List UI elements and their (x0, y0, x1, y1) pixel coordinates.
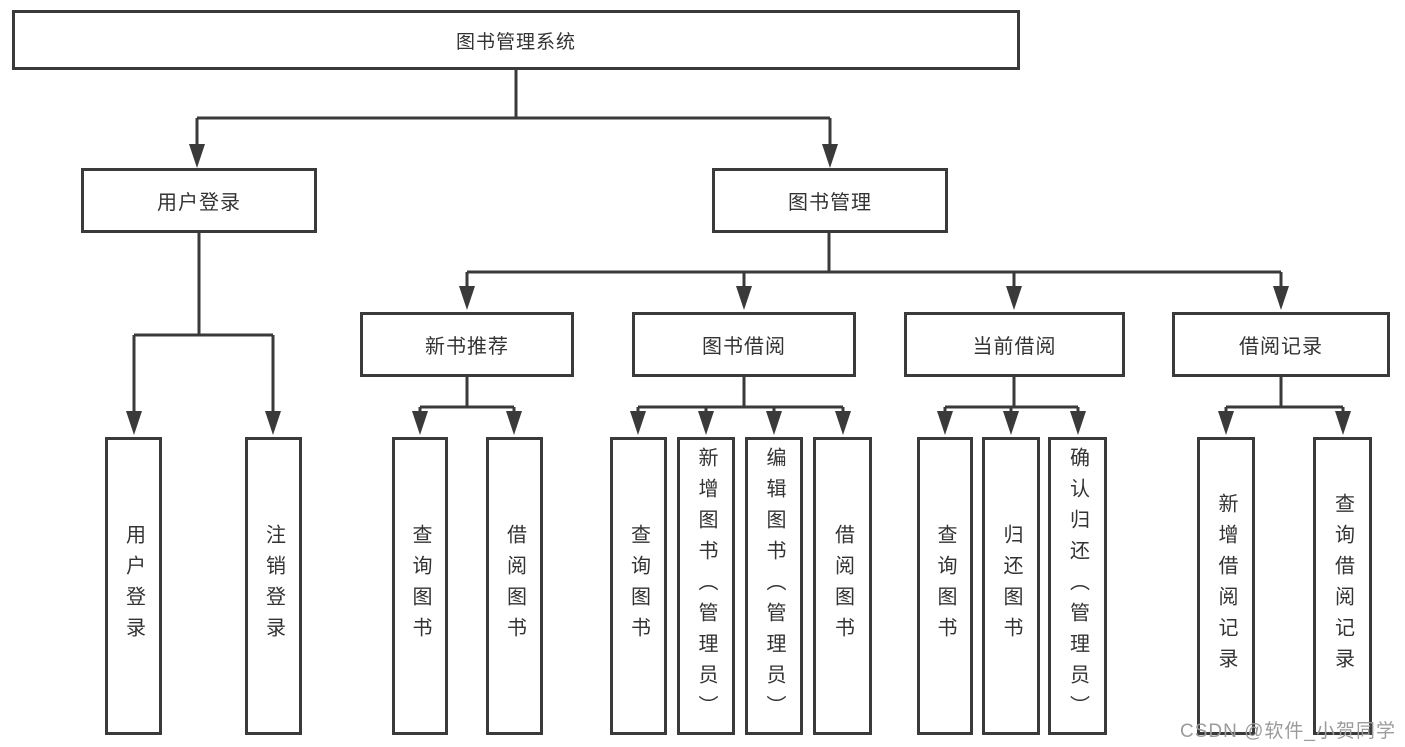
arrow-down-icon (1006, 286, 1022, 310)
arrow-down-icon (835, 411, 851, 435)
node-borrow-record: 借阅记录 (1172, 312, 1390, 377)
arrow-down-icon (822, 144, 838, 168)
node-label: 新书推荐 (425, 336, 509, 358)
leaf-borrow-book: 借阅图书 (813, 437, 872, 735)
node-label: 借阅记录 (1239, 336, 1323, 358)
leaf-label: 编辑图书（管理员） (763, 446, 785, 726)
arrow-down-icon (630, 411, 646, 435)
leaf-query-book-current: 查询图书 (917, 437, 973, 735)
arrow-down-icon (1003, 411, 1019, 435)
leaf-add-book-admin: 新增图书（管理员） (677, 437, 735, 735)
arrow-down-icon (698, 411, 714, 435)
arrow-down-icon (506, 411, 522, 435)
connector-book-borrow (630, 377, 851, 435)
leaf-label: 查询图书 (627, 524, 650, 648)
connector-user-login (126, 233, 281, 435)
node-label: 图书借阅 (702, 336, 786, 358)
node-new-book-recommend: 新书推荐 (360, 312, 574, 377)
leaf-return-book: 归还图书 (982, 437, 1040, 735)
node-book-management: 图书管理 (712, 168, 948, 233)
leaf-label: 借阅图书 (503, 524, 526, 648)
node-label: 图书管理 (788, 192, 872, 214)
leaf-query-book-borrow: 查询图书 (610, 437, 667, 735)
leaf-label: 注销登录 (262, 524, 285, 648)
leaf-label: 查询借阅记录 (1331, 493, 1354, 679)
node-label: 用户登录 (157, 192, 241, 214)
node-root: 图书管理系统 (12, 10, 1020, 70)
leaf-add-borrow-record: 新增借阅记录 (1197, 437, 1255, 735)
leaf-label: 查询图书 (409, 524, 431, 648)
leaf-user-login: 用户登录 (105, 437, 162, 735)
connector-book-management (459, 233, 1289, 310)
leaf-confirm-return-admin: 确认归还（管理员） (1048, 437, 1107, 735)
arrow-down-icon (766, 411, 782, 435)
arrow-down-icon (937, 411, 953, 435)
arrow-down-icon (265, 411, 281, 435)
leaf-label: 借阅图书 (831, 524, 854, 648)
arrow-down-icon (459, 286, 475, 310)
node-label: 当前借阅 (972, 336, 1057, 358)
arrow-down-icon (736, 286, 752, 310)
arrow-down-icon (1218, 411, 1234, 435)
connector-current-borrow (937, 377, 1086, 435)
connector-root (189, 68, 838, 168)
connector-borrow-record (1218, 377, 1351, 435)
arrow-down-icon (126, 411, 142, 435)
leaf-logout-login: 注销登录 (245, 437, 302, 735)
arrow-down-icon (1273, 286, 1289, 310)
arrow-down-icon (189, 144, 205, 168)
node-book-borrow: 图书借阅 (632, 312, 856, 377)
leaf-label: 归还图书 (1000, 524, 1022, 648)
connector-new-book-recommend (412, 377, 522, 435)
leaf-borrow-book-recommend: 借阅图书 (486, 437, 543, 735)
arrow-down-icon (1335, 411, 1351, 435)
arrow-down-icon (1070, 411, 1086, 435)
leaf-query-borrow-record: 查询借阅记录 (1313, 437, 1372, 735)
leaf-label: 查询图书 (934, 524, 956, 648)
leaf-label: 新增图书（管理员） (695, 446, 717, 726)
arrow-down-icon (412, 411, 428, 435)
leaf-label: 确认归还（管理员） (1066, 446, 1089, 726)
leaf-query-book-recommend: 查询图书 (392, 437, 448, 735)
csdn-watermark: CSDN @软件_小贺同学 (1180, 721, 1396, 742)
node-user-login: 用户登录 (81, 168, 317, 233)
node-current-borrow: 当前借阅 (904, 312, 1125, 377)
leaf-label: 新增借阅记录 (1215, 493, 1237, 679)
node-label: 图书管理系统 (455, 31, 576, 53)
leaf-edit-book-admin: 编辑图书（管理员） (745, 437, 803, 735)
leaf-label: 用户登录 (122, 524, 145, 648)
